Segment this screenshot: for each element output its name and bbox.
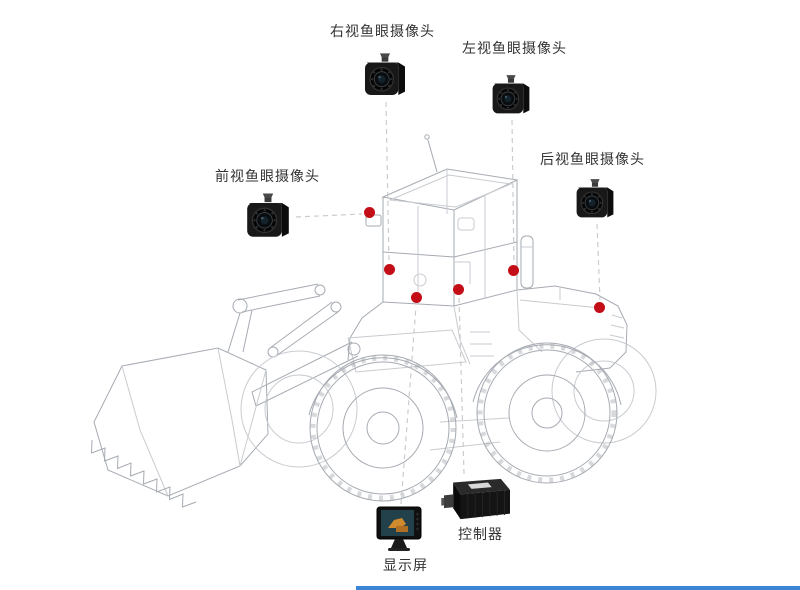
bottom-accent-bar bbox=[356, 586, 800, 590]
front-camera-label: 前视鱼眼摄像头 bbox=[215, 168, 320, 184]
display-image bbox=[376, 506, 422, 552]
controller-icon bbox=[440, 477, 514, 521]
rear-fisheye-camera-image bbox=[572, 178, 618, 220]
camera-icon bbox=[572, 178, 618, 220]
display-label: 显示屏 bbox=[383, 557, 428, 573]
rear-camera-mount-dot bbox=[594, 302, 605, 313]
controller-image bbox=[440, 477, 514, 521]
front-camera-connector bbox=[295, 213, 363, 218]
camera-icon bbox=[488, 74, 534, 116]
camera-icon bbox=[242, 192, 294, 240]
front-fisheye-camera-image bbox=[242, 192, 294, 240]
right-camera-label: 右视鱼眼摄像头 bbox=[330, 23, 435, 39]
monitor-icon bbox=[376, 506, 422, 552]
controller-mount-dot bbox=[453, 284, 464, 295]
left-fisheye-camera-image bbox=[488, 74, 534, 116]
display-connector bbox=[400, 305, 417, 505]
display-mount-dot bbox=[411, 292, 422, 303]
right-camera-connector bbox=[385, 101, 390, 263]
right-camera-mount-dot bbox=[384, 264, 395, 275]
left-camera-label: 左视鱼眼摄像头 bbox=[462, 40, 567, 56]
rear-camera-label: 后视鱼眼摄像头 bbox=[540, 151, 645, 167]
controller-label: 控制器 bbox=[458, 526, 503, 542]
controller-connector bbox=[458, 296, 465, 475]
front-camera-mount-dot bbox=[364, 207, 375, 218]
right-fisheye-camera-image bbox=[360, 52, 410, 98]
camera-icon bbox=[360, 52, 410, 98]
left-camera-mount-dot bbox=[508, 265, 519, 276]
rear-camera-connector bbox=[596, 223, 601, 301]
left-camera-connector bbox=[511, 119, 515, 265]
